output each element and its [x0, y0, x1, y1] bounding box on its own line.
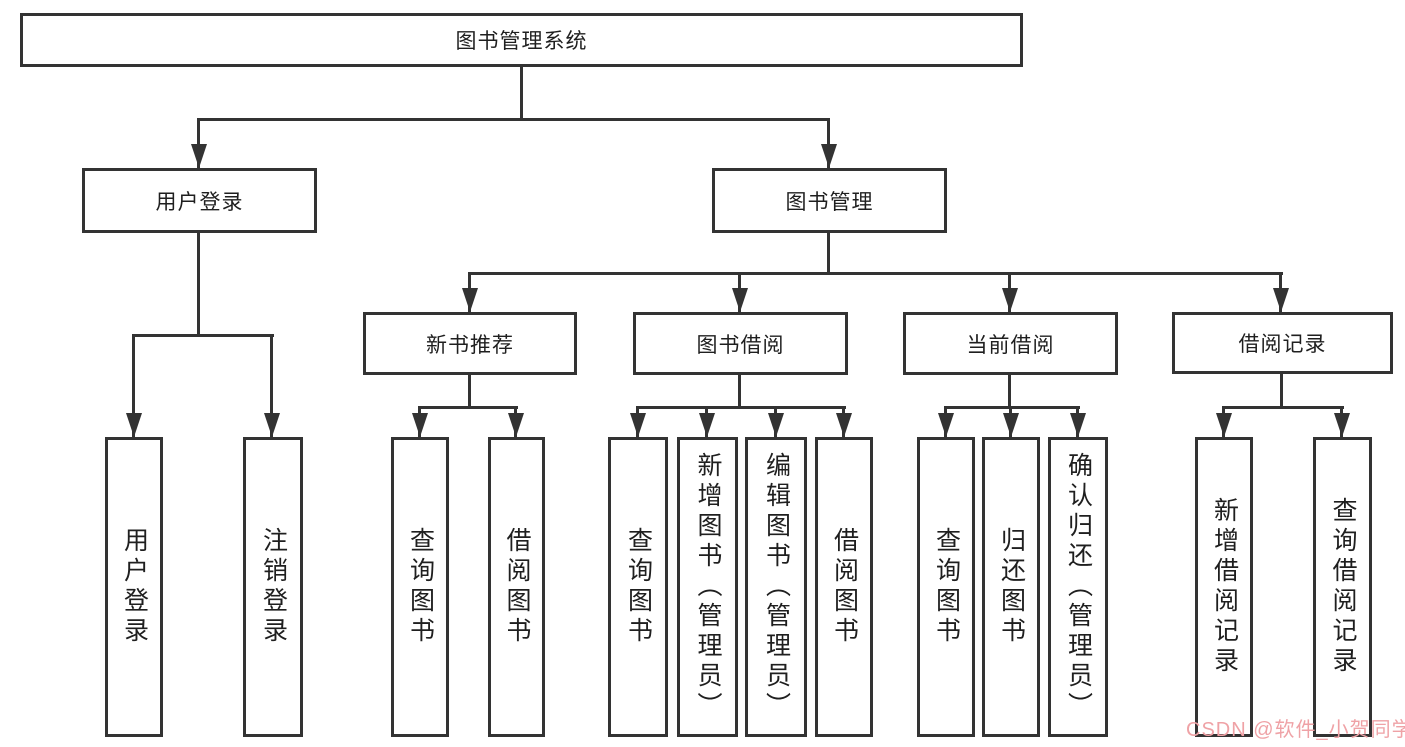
node-user-login: 用户登录: [82, 168, 317, 233]
leaf-logout: 注销登录: [243, 437, 303, 737]
node-book-management: 图书管理: [712, 168, 947, 233]
leaf-add-books-admin: 新增图书（管理员）: [677, 437, 738, 737]
connector-line: [197, 118, 830, 121]
csdn-watermark: CSDN @软件_小贺同学: [1186, 719, 1405, 741]
leaf-user-login: 用户登录: [105, 437, 163, 737]
arrowhead-icon: [126, 413, 142, 437]
arrowhead-icon: [630, 413, 646, 437]
connector-line: [944, 406, 1080, 409]
leaf-borrow-books-2: 借阅图书: [815, 437, 873, 737]
connector-line: [468, 272, 1283, 275]
connector-line: [418, 406, 518, 409]
arrowhead-icon: [1070, 413, 1086, 437]
leaf-borrow-books-1: 借阅图书: [488, 437, 545, 737]
node-current-borrow: 当前借阅: [903, 312, 1118, 375]
arrowhead-icon: [191, 144, 207, 168]
leaf-confirm-return-admin: 确认归还（管理员）: [1048, 437, 1108, 737]
connector-line: [738, 375, 741, 409]
arrowhead-icon: [1216, 413, 1232, 437]
arrowhead-icon: [938, 413, 954, 437]
connector-line: [1008, 375, 1011, 409]
arrowhead-icon: [508, 413, 524, 437]
leaf-add-borrow-record: 新增借阅记录: [1195, 437, 1253, 737]
arrowhead-icon: [1273, 288, 1289, 312]
leaf-query-borrow-record: 查询借阅记录: [1313, 437, 1372, 737]
connector-line: [270, 334, 273, 437]
arrowhead-icon: [821, 144, 837, 168]
connector-line: [1280, 374, 1283, 409]
node-book-borrow: 图书借阅: [633, 312, 848, 375]
node-root: 图书管理系统: [20, 13, 1023, 67]
arrowhead-icon: [264, 413, 280, 437]
leaf-query-books-3: 查询图书: [917, 437, 975, 737]
node-new-book-recommend: 新书推荐: [363, 312, 577, 375]
arrowhead-icon: [836, 413, 852, 437]
connector-line: [132, 334, 274, 337]
arrowhead-icon: [412, 413, 428, 437]
leaf-query-books-2: 查询图书: [608, 437, 668, 737]
connector-line: [197, 118, 200, 168]
arrowhead-icon: [462, 288, 478, 312]
connector-line: [1222, 406, 1344, 409]
arrowhead-icon: [1003, 413, 1019, 437]
connector-line: [827, 118, 830, 168]
connector-line: [636, 406, 846, 409]
leaf-query-books-1: 查询图书: [391, 437, 449, 737]
leaf-return-books: 归还图书: [982, 437, 1040, 737]
arrowhead-icon: [1334, 413, 1350, 437]
connector-line: [132, 334, 135, 437]
leaf-edit-books-admin: 编辑图书（管理员）: [745, 437, 807, 737]
arrowhead-icon: [1002, 288, 1018, 312]
arrowhead-icon: [768, 413, 784, 437]
connector-line: [197, 233, 200, 337]
arrowhead-icon: [732, 288, 748, 312]
connector-line: [827, 233, 830, 275]
connector-line: [468, 375, 471, 409]
arrowhead-icon: [699, 413, 715, 437]
connector-line: [520, 67, 523, 120]
node-borrow-records: 借阅记录: [1172, 312, 1393, 374]
